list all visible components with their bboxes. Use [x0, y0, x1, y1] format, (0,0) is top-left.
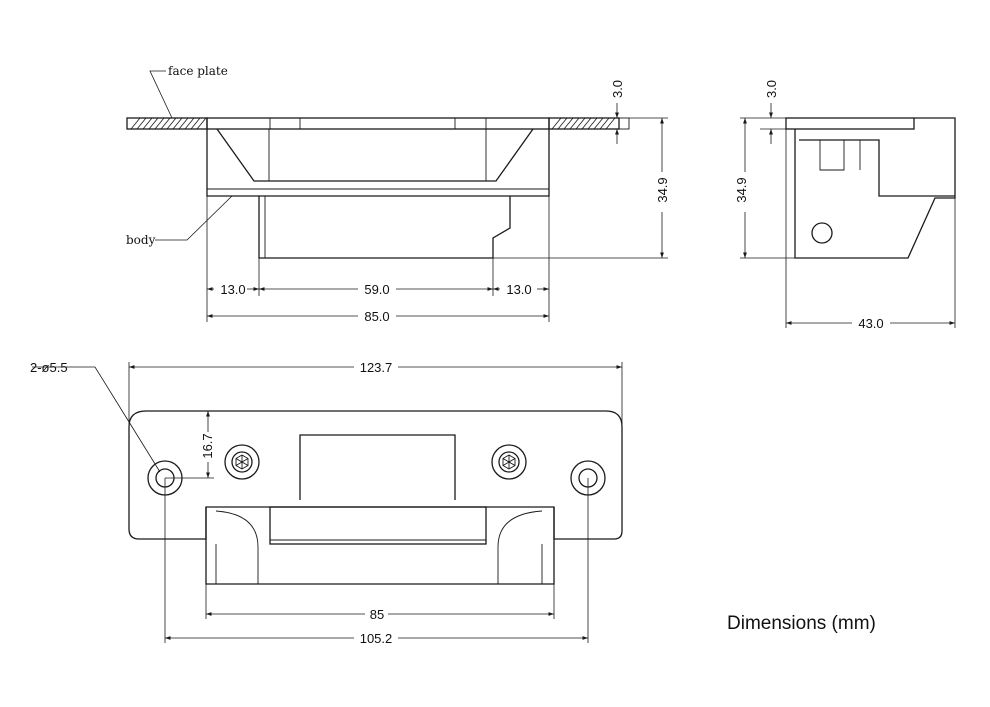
lower-body	[258, 196, 511, 259]
face-plate-label: face plate	[168, 64, 228, 78]
dim-front-height: 34.9	[655, 177, 670, 202]
side-slot	[819, 140, 845, 171]
dim-side-plate-thickness: 3.0	[764, 80, 779, 98]
plan-tongue	[299, 434, 456, 500]
hole-spec-label: 2-ø5.5	[30, 360, 68, 375]
dim-front-left-margin: 13.0	[220, 282, 245, 297]
screw-left	[224, 444, 260, 480]
plan-keeper	[205, 507, 555, 585]
housing-outline	[206, 129, 550, 197]
dim-front-center-width: 59.0	[364, 282, 389, 297]
units-caption: Dimensions (mm)	[727, 613, 876, 634]
side-body	[794, 117, 956, 259]
dim-hole-spacing: 105.2	[360, 631, 393, 646]
plan-plate-outline	[128, 410, 623, 540]
dim-front-plate-thickness: 3.0	[610, 80, 625, 98]
dim-side-height: 34.9	[734, 177, 749, 202]
body-leader: body	[126, 195, 233, 247]
dim-front-total-width: 85.0	[364, 309, 389, 324]
dim-plate-length: 123.7	[360, 360, 393, 375]
housing-chamfer	[216, 128, 534, 182]
side-view: 34.9 3.0 43.0	[734, 80, 956, 331]
plate-center	[206, 117, 550, 130]
dim-hole-offset: 16.7	[200, 433, 215, 458]
face-plate-left	[126, 117, 208, 130]
side-pivot-hole	[811, 222, 833, 244]
side-recess	[799, 139, 955, 197]
face-plate-leader: face plate	[149, 64, 228, 119]
side-plate	[785, 117, 915, 130]
plan-latch	[269, 506, 487, 545]
plan-view: 2-ø5.5 123.7 16.7 85 105.2	[30, 360, 623, 646]
face-plate-right	[548, 117, 630, 130]
screw-right	[491, 444, 527, 480]
dim-side-depth: 43.0	[858, 316, 883, 331]
body-label: body	[126, 233, 156, 247]
front-view: 13.0 59.0 13.0 85.0 34.9 3.0 face plate …	[126, 64, 670, 324]
dim-opening-width: 85	[370, 607, 384, 622]
dim-front-right-margin: 13.0	[506, 282, 531, 297]
